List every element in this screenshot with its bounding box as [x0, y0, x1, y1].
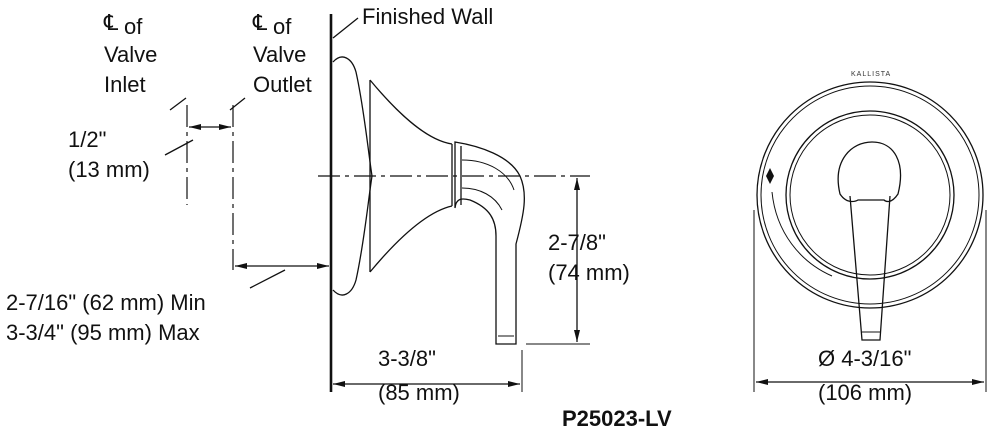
finished-wall-label: Finished Wall [362, 4, 493, 29]
handle-front-hub [837, 141, 902, 203]
offset-arrow-right [219, 124, 231, 130]
brand-mark: KALLISTA [851, 71, 891, 78]
side-view: Finished Wall ℄ of Valve Inlet ℄ of Valv… [6, 4, 630, 405]
projection-arrow-right [508, 381, 520, 387]
diameter-arrow-right [972, 379, 984, 385]
cl-inlet-symbol: ℄ [103, 10, 119, 35]
projection-dim-line2: (85 mm) [378, 380, 460, 405]
cl-outlet-leader [229, 97, 246, 111]
cl-outlet-symbol: ℄ [252, 10, 268, 35]
cl-inlet-label: ℄ of Valve Inlet [103, 10, 157, 97]
diameter-arrow-left [756, 379, 768, 385]
height-dim-line2: (74 mm) [548, 260, 630, 285]
handle-inner-curve [461, 159, 515, 211]
depth-dim-line2: 3-3/4" (95 mm) Max [6, 320, 200, 345]
projection-arrow-left [333, 381, 345, 387]
escutcheon-outer-ring-2 [760, 85, 980, 305]
cl-outlet-of: of [273, 14, 292, 39]
height-dim-line1: 2-7/8" [548, 230, 606, 255]
escutcheon-inner-ring [785, 110, 955, 280]
cl-inlet-of: of [124, 14, 143, 39]
cl-outlet-valve: Valve [253, 42, 306, 67]
escutcheon-profile [332, 56, 373, 296]
cl-inlet-leader [169, 97, 187, 111]
offset-leader [164, 139, 194, 156]
depth-arrow-left [235, 263, 247, 269]
escutcheon-outer-ring [756, 81, 984, 309]
cl-outlet-label: ℄ of Valve Outlet [252, 10, 312, 97]
rotation-arc [771, 191, 833, 277]
depth-dim-line1: 2-7/16" (62 mm) Min [6, 290, 206, 315]
projection-dim-line1: 3-3/8" [378, 346, 436, 371]
escutcheon-inner-ring-2 [789, 114, 951, 276]
model-number: P25023-LV [562, 406, 672, 431]
finished-wall-leader [332, 17, 359, 39]
front-view: KALLISTA Ø 4-3/16" (106 mm) [753, 71, 987, 405]
escutcheon-flare [369, 79, 453, 273]
height-arrow-top [574, 178, 580, 190]
depth-leader [249, 269, 286, 289]
handle-front-lever [849, 195, 891, 341]
offset-dim-line1: 1/2" [68, 127, 106, 152]
depth-arrow-right [317, 263, 329, 269]
cl-inlet-inlet: Inlet [104, 72, 146, 97]
offset-dim-line2: (13 mm) [68, 157, 150, 182]
cl-outlet-outlet: Outlet [253, 72, 312, 97]
handle-profile [451, 141, 525, 345]
diameter-dim-line1: Ø 4-3/16" [818, 346, 911, 371]
diameter-dim-line2: (106 mm) [818, 380, 912, 405]
cl-inlet-valve: Valve [104, 42, 157, 67]
temperature-indicator-icon [766, 168, 774, 184]
offset-arrow-left [189, 124, 201, 130]
height-arrow-bottom [574, 330, 580, 342]
